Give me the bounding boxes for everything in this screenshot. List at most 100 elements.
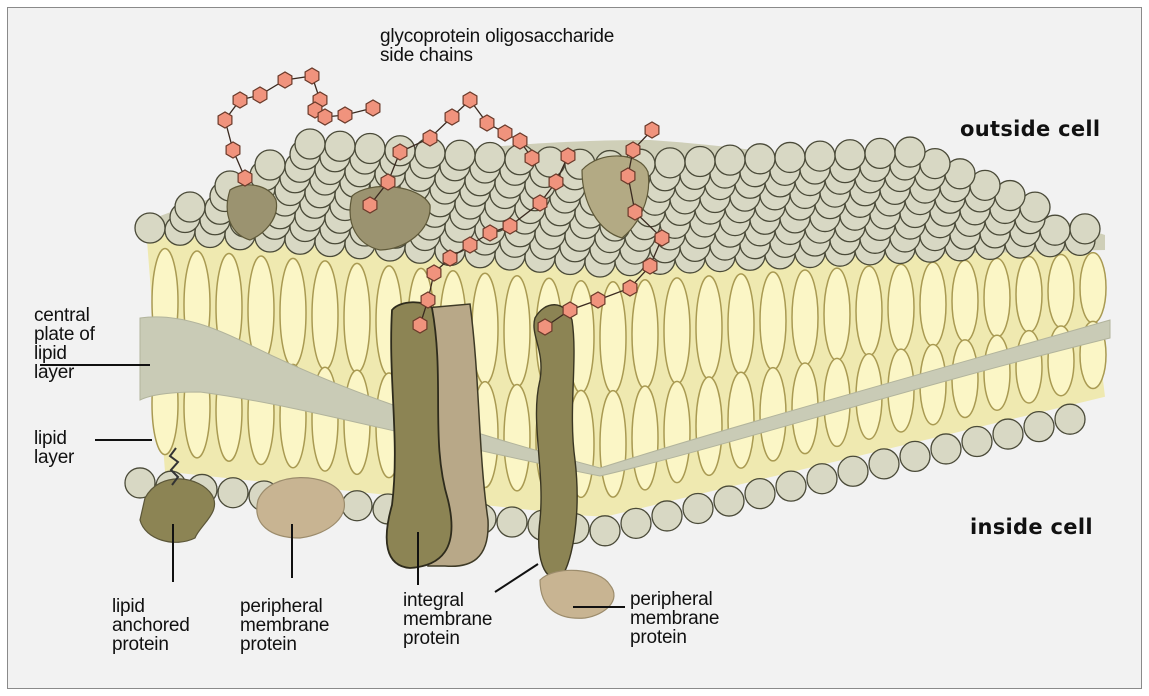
sugar-residue [238,170,252,186]
lipid-tail [728,274,754,375]
lipid-head [497,507,527,537]
sugar-residue [427,265,441,281]
lipid-head [621,508,651,538]
sugar-residue [305,68,319,84]
lipid-head [776,471,806,501]
sugar-residue [233,92,247,108]
central-plate-label: central plate of lipid layer [34,306,95,382]
lipid-tail [344,263,370,372]
lipid-head [295,129,325,159]
lipid-head [962,427,992,457]
lipid-head [652,501,682,531]
sugar-residue [563,302,577,318]
lipid-head [745,144,775,174]
lipid-head [1070,214,1100,244]
sugar-residue [513,133,527,149]
lipid-head [835,140,865,170]
sugar-residue [655,230,669,246]
lipid-head [715,145,745,175]
sugar-residue [538,319,552,335]
lipid-tail [1048,255,1074,328]
lipid-tail [696,276,722,379]
sugar-residue [549,174,563,190]
sugar-residue [226,142,240,158]
lipid-head [865,138,895,168]
lipid-head [714,486,744,516]
lipid-head [900,441,930,471]
lipid-head [355,134,385,164]
lipid-head [135,213,165,243]
lipid-tail [1016,256,1042,332]
lipid-tail [760,272,786,370]
lipid-head [255,150,285,180]
peripheral-membrane-protein-right-label: peripheral membrane protein [630,590,719,647]
sugar-residue [218,112,232,128]
lipid-tail [504,276,530,387]
sugar-residue [463,237,477,253]
lipid-tail [632,386,658,490]
lipid-tail [792,270,818,365]
lipid-tail [952,260,978,341]
lipid-head [775,142,805,172]
sugar-residue [626,142,640,158]
lipid-head [175,192,205,222]
lipid-head [325,131,355,161]
lipid-head [931,434,961,464]
sugar-residue [443,250,457,266]
lipid-head [475,143,505,173]
lipid-tail [984,258,1010,337]
outside-cell-label: outside cell [960,120,1100,139]
lipid-head [1055,404,1085,434]
lipid-tail [728,372,754,468]
sugar-residue [423,130,437,146]
sugar-residue [413,317,427,333]
sugar-residue [381,174,395,190]
lipid-tail [1080,253,1106,323]
sugar-residue [498,125,512,141]
peripheral-protein-right [540,570,614,618]
lipid-head [895,137,925,167]
lipid-tail [856,266,882,356]
lipid-tail [632,280,658,389]
transmembrane-protein [534,305,577,579]
lipid-tail [888,264,914,351]
lipid-head [1024,412,1054,442]
lipid-head [445,140,475,170]
sugar-residue [253,87,267,103]
lipid-head [993,419,1023,449]
lipid-tail [696,377,722,476]
lipid-anchored-protein-label: lipid anchored protein [112,597,190,654]
lipid-tail [920,262,946,346]
lipid-head [685,147,715,177]
lipid-tail [600,391,626,497]
sugar-residue [318,109,332,125]
lipid-tail [504,385,530,491]
sugar-residue [503,218,517,234]
sugar-residue [463,92,477,108]
lipid-tail [984,335,1010,410]
sugar-residue [645,122,659,138]
lipid-head [342,491,372,521]
sugar-residue [621,168,635,184]
lipid-head [807,464,837,494]
sugar-residue [533,195,547,211]
sugar-residue [445,109,459,125]
lipid-tail [824,268,850,360]
sugar-residue [393,144,407,160]
leader-line [495,564,538,592]
integral-membrane-protein-label: integral membrane protein [403,591,492,648]
sugar-residue [363,197,377,213]
lipid-layer-label: lipid layer [34,429,74,467]
sugar-residue [591,292,605,308]
lipid-head [218,478,248,508]
inside-cell-label: inside cell [970,518,1093,537]
sugar-residue [525,150,539,166]
lipid-head [869,449,899,479]
sugar-residue [480,115,494,131]
sugar-residue [278,72,292,88]
lipid-tail [664,381,690,482]
lipid-head [805,141,835,171]
sugar-residue [643,258,657,274]
sugar-residue [483,225,497,241]
